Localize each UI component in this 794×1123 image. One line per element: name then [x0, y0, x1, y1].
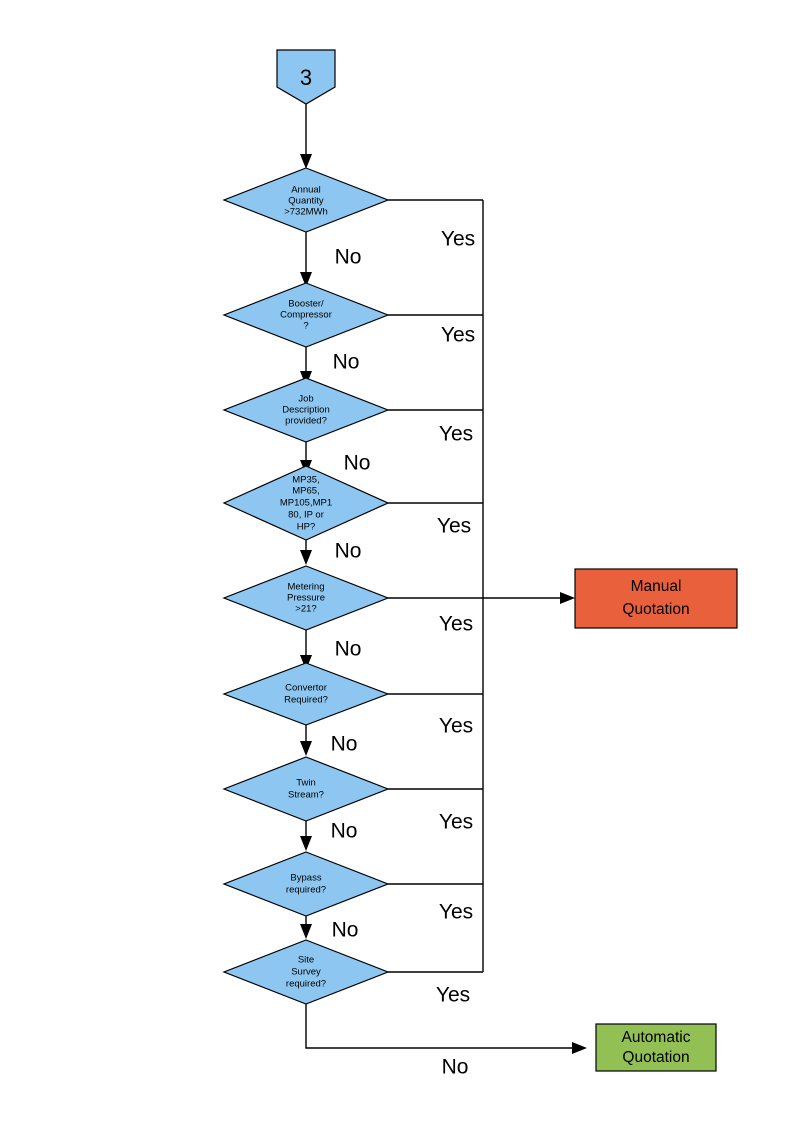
edge-label-yes: Yes	[439, 901, 473, 924]
decision-label-line: Convertor	[285, 683, 327, 694]
edge-label-no: No	[344, 452, 371, 475]
arrowhead-icon	[560, 592, 575, 604]
manual-quotation-label-line: Manual	[631, 578, 682, 595]
edge-label-no: No	[331, 733, 358, 756]
decision-label-line: Site	[298, 955, 314, 966]
decision-label-line: Bypass	[290, 873, 321, 884]
edge-label-no: No	[335, 638, 362, 661]
arrowhead-icon	[300, 272, 312, 287]
automatic-quotation-box	[595, 1023, 717, 1072]
automatic-quotation-label-line: Quotation	[622, 1049, 689, 1066]
decision-label-line: Required?	[284, 695, 328, 706]
edge-label-yes: Yes	[441, 324, 475, 347]
decision-job-description[interactable]: Job Description provided?	[222, 377, 390, 443]
decision-label-line: Pressure	[287, 593, 325, 604]
edge-label-no: No	[335, 246, 362, 269]
edge-label-yes: Yes	[439, 613, 473, 636]
edge-annual-quantity-no	[300, 232, 312, 287]
arrowhead-icon	[300, 154, 312, 169]
edge-label-yes: Yes	[436, 984, 470, 1007]
edge-label-yes: Yes	[439, 423, 473, 446]
decision-label-line: Booster/	[288, 299, 324, 310]
edge-label-yes: Yes	[439, 811, 473, 834]
edge-site-survey-no-to-automatic	[305, 1004, 587, 1054]
start-node-label: 3	[300, 65, 312, 90]
decision-label-line: Quantity	[288, 196, 324, 207]
arrowhead-icon	[572, 1042, 587, 1054]
decision-label-line: Compressor	[280, 310, 332, 321]
edge-start-to-annual-quantity	[300, 104, 312, 169]
edge-convertor-no	[300, 725, 312, 756]
edge-label-yes: Yes	[439, 715, 473, 738]
manual-quotation-label-line: Quotation	[622, 601, 689, 618]
decision-pressure-tier[interactable]: MP35, MP65, MP105,MP1 80, IP or HP?	[222, 465, 390, 541]
edge-label-yes: Yes	[437, 515, 471, 538]
decision-label-line: required?	[286, 979, 326, 990]
edge-label-yes: Yes	[441, 228, 475, 251]
decision-label-line: HP?	[297, 522, 315, 533]
decision-twin-stream[interactable]: Twin Stream?	[222, 756, 390, 822]
terminal-manual-quotation[interactable]: Manual Quotation	[574, 568, 738, 629]
decision-label-line: 80, IP or	[288, 510, 324, 521]
edge-label-no: No	[333, 351, 360, 374]
edge-twin-stream-no	[300, 821, 312, 851]
arrowhead-icon	[300, 550, 312, 565]
edge-bypass-no	[300, 916, 312, 939]
decision-label-line: MP65,	[292, 486, 319, 497]
decision-metering-pressure[interactable]: Metering Pressure >21?	[222, 565, 390, 631]
start-pentagon-shape	[276, 49, 336, 105]
decision-bypass[interactable]: Bypass required?	[222, 851, 390, 917]
arrowhead-icon	[300, 836, 312, 851]
decision-label-line: >732MWh	[284, 207, 328, 218]
decision-convertor[interactable]: Convertor Required?	[222, 662, 390, 726]
edge-pressure-tier-no	[300, 540, 312, 565]
decision-label-line: Metering	[288, 582, 325, 593]
decision-label-line: required?	[286, 885, 326, 896]
terminal-automatic-quotation[interactable]: Automatic Quotation	[595, 1023, 717, 1072]
decision-label-line: Annual	[291, 185, 321, 196]
decision-label-line: >21?	[295, 604, 316, 615]
edge-label-no: No	[331, 820, 358, 843]
decision-label-line: Twin	[296, 778, 316, 789]
decision-site-survey[interactable]: Site Survey required?	[222, 939, 390, 1005]
decision-label-line: ?	[303, 321, 308, 332]
start-node-3[interactable]: 3	[276, 49, 336, 105]
edge-metering-pressure-yes-to-manual	[388, 592, 575, 604]
decision-label-line: Description	[282, 405, 330, 416]
decision-annual-quantity[interactable]: Annual Quantity >732MWh	[222, 167, 390, 233]
decision-label-line: MP35,	[292, 475, 319, 486]
arrowhead-icon	[300, 924, 312, 939]
decision-label-line: Stream?	[288, 790, 324, 801]
decision-label-line: MP105,MP1	[280, 498, 332, 509]
decision-label-line: Job	[298, 394, 313, 405]
automatic-quotation-label-line: Automatic	[622, 1029, 691, 1046]
manual-quotation-box	[574, 568, 738, 629]
decision-label-line: Survey	[291, 967, 321, 978]
arrowhead-icon	[300, 741, 312, 756]
edge-label-no: No	[335, 540, 362, 563]
edge-label-no-final: No	[442, 1056, 469, 1079]
edge-label-no: No	[332, 919, 359, 942]
decision-label-line: provided?	[285, 416, 327, 427]
decision-booster-compressor[interactable]: Booster/ Compressor ?	[222, 282, 390, 348]
